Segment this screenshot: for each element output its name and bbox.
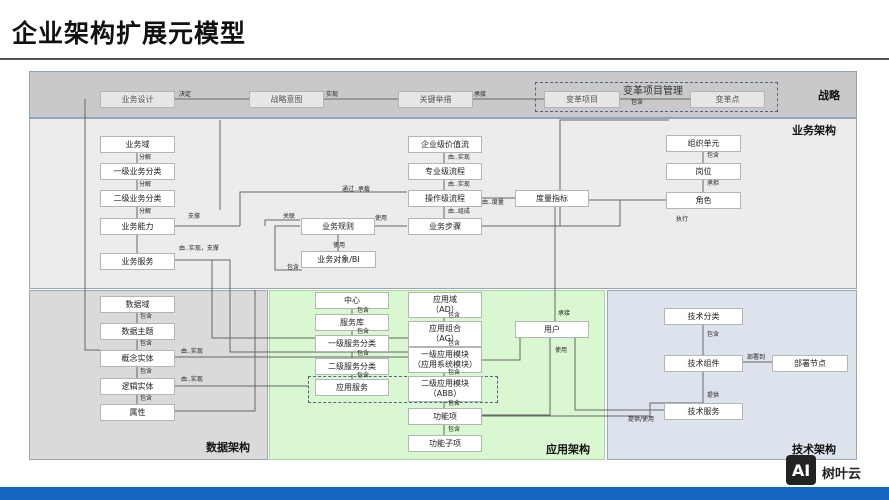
logo-text: 树叶云: [822, 467, 862, 482]
rel-contain-data-3: 包含: [140, 368, 153, 375]
rel-associate: 关联: [283, 213, 296, 220]
rel-support: 支撑: [188, 213, 201, 220]
technology-component-box: 技术组件: [664, 355, 743, 372]
operational-process-box: 操作级流程: [408, 190, 482, 207]
rel-by-compose: 由..组成: [448, 208, 470, 215]
rel-contain-app-6: 包含: [448, 340, 461, 347]
change-project-box: 变革项目: [544, 91, 620, 108]
logo-icon: AI: [786, 455, 816, 485]
business-step-box: 业务步骤: [408, 218, 482, 235]
data-subject-box: 数据主题: [100, 323, 175, 340]
rel-by-realize-2: 由..实现: [448, 181, 470, 188]
level1-business-category-box: 一级业务分类: [100, 163, 175, 180]
rel-carry: 承接: [474, 91, 487, 98]
rel-contain-app-1: 包含: [357, 307, 370, 314]
rel-contain-app-7: 包含: [448, 369, 461, 376]
enterprise-value-stream-box: 企业级价值流: [408, 136, 482, 153]
rel-decompose-2: 分解: [139, 181, 152, 188]
rel-provide-use: 提供/使用: [628, 416, 655, 423]
rel-by-realize-1: 由..实现: [448, 154, 470, 161]
rel-contain-org: 包含: [707, 152, 720, 159]
title-divider: [0, 58, 889, 60]
logical-entity-box: 逻辑实体: [100, 378, 175, 395]
rel-contain-app-8: 包含: [448, 400, 461, 407]
application-label: 应用架构: [546, 443, 590, 456]
strategy-label: 战略: [818, 89, 840, 102]
rel-contain-data-4: 包含: [140, 395, 153, 402]
rel-use-rule: 使用: [375, 215, 388, 222]
professional-process-box: 专业级流程: [408, 163, 482, 180]
rel-use-object: 使用: [333, 242, 346, 249]
level2-business-category-box: 二级业务分类: [100, 190, 175, 207]
data-panel: [29, 290, 268, 460]
data-label: 数据架构: [206, 441, 250, 454]
rel-contain-app-3: 包含: [357, 350, 370, 357]
business-label: 业务架构: [792, 124, 836, 137]
business-domain-box: 业务域: [100, 136, 175, 153]
rel-by-carry: 通过..承载: [342, 186, 370, 193]
rel-contain-app-5: 包含: [448, 312, 461, 319]
technology-label: 技术架构: [792, 443, 836, 456]
function-item-box: 功能项: [408, 408, 482, 425]
application-domain-box: 应用域（AD）: [408, 292, 482, 318]
rel-contain-data-2: 包含: [140, 340, 153, 347]
center-box: 中心: [315, 292, 389, 309]
change-point-box: 变革点: [690, 91, 765, 108]
rel-by-realize-logic: 由..实现: [181, 376, 203, 383]
rel-contain-app-4: 包含: [357, 372, 370, 379]
technology-service-box: 技术服务: [664, 403, 743, 420]
business-capability-box: 业务能力: [100, 218, 175, 235]
rel-execute: 执行: [676, 216, 689, 223]
rel-contain-object: 包含: [287, 264, 300, 271]
rel-bear: 承担: [707, 180, 720, 187]
data-domain-box: 数据域: [100, 296, 175, 313]
position-box: 岗位: [666, 163, 741, 180]
rel-use-user: 使用: [555, 347, 568, 354]
rel-by-realize-concept: 由..实现: [181, 348, 203, 355]
business-object-box: 业务对象/BI: [301, 251, 376, 268]
rel-carry-user: 承接: [558, 310, 571, 317]
business-rule-box: 业务规则: [301, 218, 375, 235]
business-service-box: 业务服务: [100, 253, 175, 270]
rel-contain-app-2: 包含: [357, 328, 370, 335]
rel-deploy-to: 部署到: [747, 354, 766, 361]
rel-realize: 实现: [326, 91, 339, 98]
conceptual-entity-box: 概念实体: [100, 350, 175, 367]
business-design-box: 业务设计: [100, 91, 175, 108]
level2-service-category-box: 二级服务分类: [315, 358, 389, 375]
technology-category-box: 技术分类: [664, 308, 743, 325]
user-box: 用户: [515, 321, 589, 338]
application-portfolio-box: 应用组合（AG）: [408, 321, 482, 347]
service-library-box: 服务库: [315, 314, 389, 331]
attribute-box: 属性: [100, 404, 175, 421]
application-service-box: 应用服务: [315, 379, 389, 396]
rel-decide: 决定: [179, 91, 192, 98]
function-subitem-box: 功能子项: [408, 435, 482, 452]
key-initiative-box: 关键举措: [398, 91, 473, 108]
footer-bar: [0, 487, 889, 500]
strategic-intent-box: 战略意图: [249, 91, 324, 108]
page-title: 企业架构扩展元模型: [12, 19, 247, 48]
level1-application-module-box: 一级应用模块（应用系统模块）: [408, 347, 482, 373]
deployment-node-box: 部署节点: [772, 355, 848, 372]
change-program-label: 变革项目管理: [623, 86, 683, 97]
role-box: 角色: [666, 192, 741, 209]
application-service-group: [308, 376, 498, 403]
change-program-group: [535, 82, 778, 112]
level1-service-category-box: 一级服务分类: [315, 335, 389, 352]
rel-contain-data-1: 包含: [140, 313, 153, 320]
org-unit-box: 组织单元: [666, 135, 741, 152]
level2-application-module-box: 二级应用模块（ABB）: [408, 376, 482, 402]
rel-decompose-3: 分解: [139, 208, 152, 215]
rel-contain-app-9: 包含: [448, 426, 461, 433]
rel-decompose-1: 分解: [139, 154, 152, 161]
rel-by-measure: 由..度量: [482, 199, 504, 206]
rel-contain-tech-1: 包含: [707, 331, 720, 338]
rel-by-realize-support: 由..实现，支撑: [179, 245, 219, 252]
metric-box: 度量指标: [515, 190, 589, 207]
rel-contain-program: 包含: [631, 99, 644, 106]
rel-provide: 提供: [707, 392, 720, 399]
